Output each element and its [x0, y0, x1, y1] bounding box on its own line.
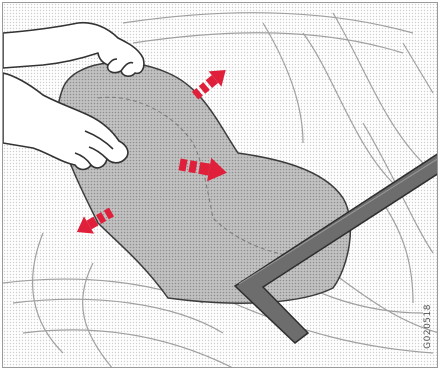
figure-code: G020518 [423, 304, 433, 349]
illustration-frame: G020518 [2, 2, 438, 368]
seat-cover-illustration [3, 3, 438, 368]
